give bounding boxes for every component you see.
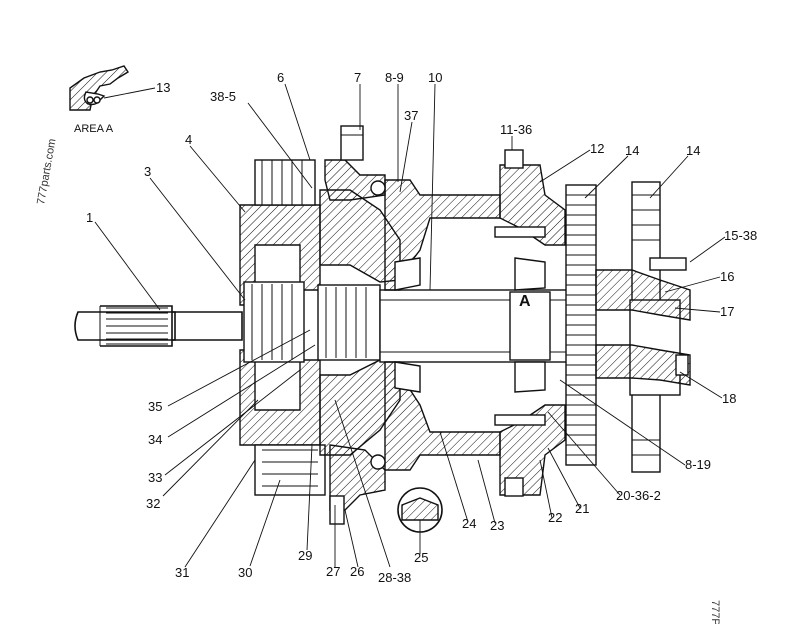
callout-3: 3 [144,164,151,179]
callout-13: 13 [156,80,170,95]
area-a-detail: 13 AREA A [69,65,170,135]
area-a-label: AREA A [74,123,114,135]
ring-gear [565,181,691,473]
callout-27: 27 [326,564,340,579]
callout-38-5: 38-5 [210,89,236,104]
callout-37: 37 [404,108,418,123]
callout-26: 26 [350,564,364,579]
callout-10: 10 [428,70,442,85]
callout-30: 30 [238,565,252,580]
corner-mark: 777P [709,600,721,624]
leader-lines [94,83,726,568]
callout-21: 21 [575,501,589,516]
watermark-text: 777parts.com [35,138,58,206]
callout-34: 34 [148,432,162,447]
callout-1: 1 [86,210,93,225]
callout-24: 24 [462,516,476,531]
section-label: A [519,293,531,310]
callout-31: 31 [175,565,189,580]
main-housing [370,149,566,497]
callout-8-9: 8-9 [385,70,404,85]
callout-16: 16 [720,269,734,284]
callout-28-38: 28-38 [378,570,411,585]
callout-12: 12 [590,141,604,156]
callout-23: 23 [490,518,504,533]
callout-14-a: 14 [625,143,639,158]
callout-18: 18 [722,391,736,406]
callout-20-36-2: 20-36-2 [616,488,661,503]
callout-4: 4 [185,132,192,147]
callout-6: 6 [277,70,284,85]
callout-14-b: 14 [686,143,700,158]
left-housing [239,159,401,496]
callout-32: 32 [146,496,160,511]
callout-29: 29 [298,548,312,563]
callout-25: 25 [414,550,428,565]
callout-17: 17 [720,304,734,319]
main-shaft: A [379,289,571,363]
callout-7: 7 [354,70,361,85]
callouts: 1 3 4 6 7 8-9 10 38-5 37 11-36 12 14 14 … [86,70,757,585]
callout-22: 22 [548,510,562,525]
callout-15-38: 15-38 [724,228,757,243]
callout-35: 35 [148,399,162,414]
callout-8-19: 8-19 [685,457,711,472]
callout-11-36: 11-36 [500,122,532,137]
input-shaft [74,305,243,347]
callout-33: 33 [148,470,162,485]
